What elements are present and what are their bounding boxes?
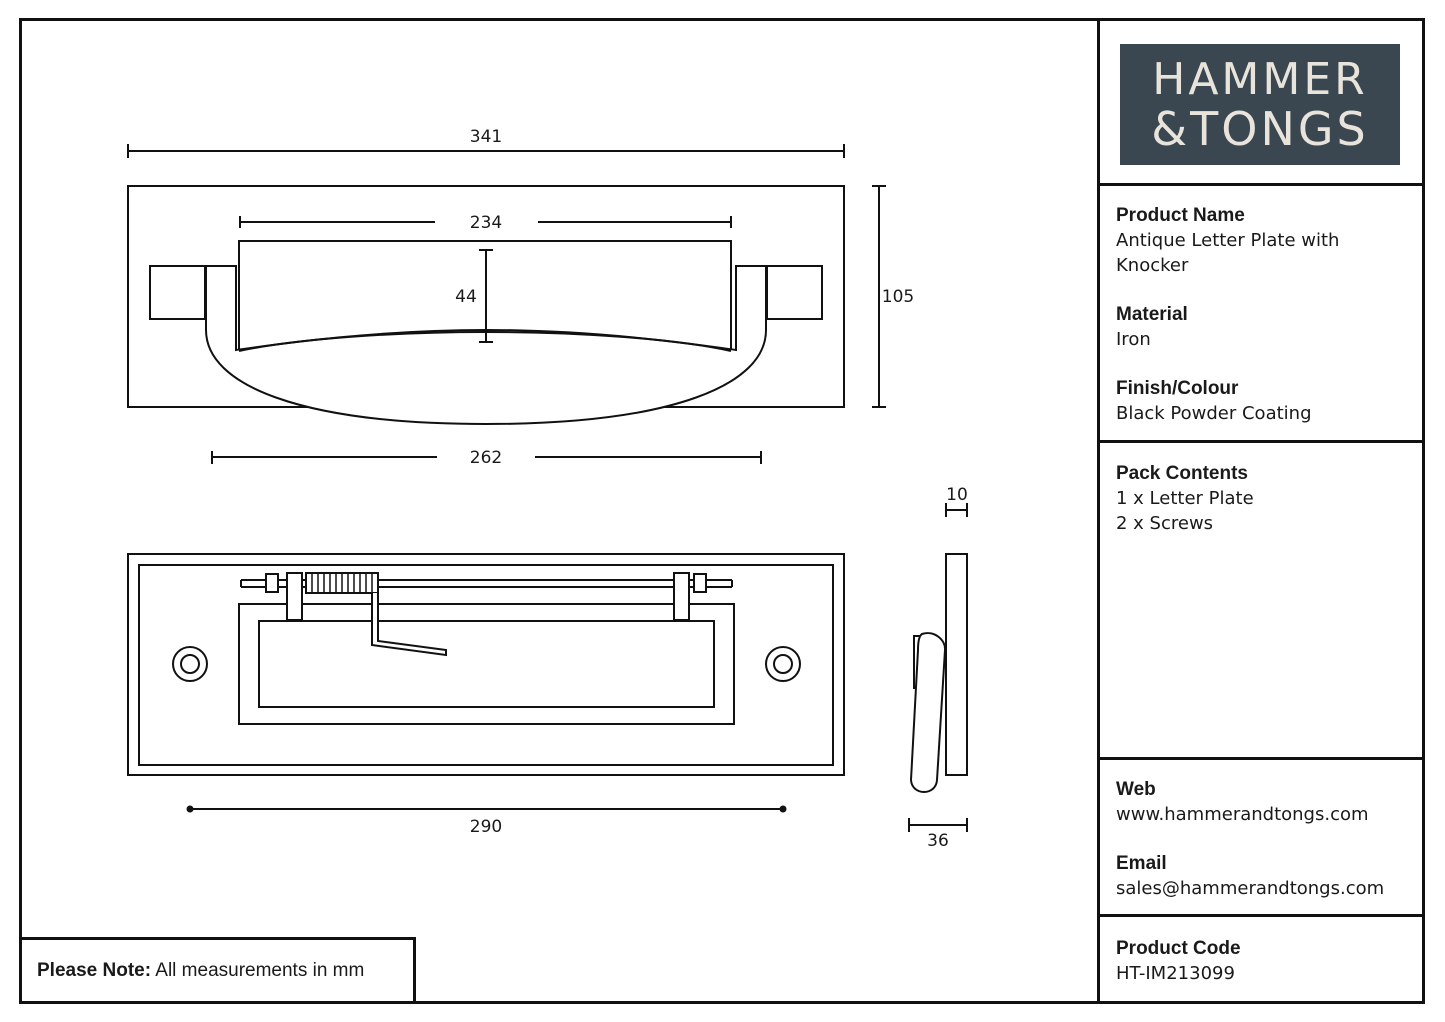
info-panel-divider	[1097, 18, 1100, 1001]
material-section: Material Iron	[1116, 302, 1416, 352]
dim-plate-height: 105	[882, 287, 914, 307]
finish-section: Finish/Colour Black Powder Coating	[1116, 376, 1416, 426]
dim-knocker-span: 262	[470, 448, 502, 468]
finish-label: Finish/Colour	[1116, 378, 1239, 399]
product-code-label: Product Code	[1116, 938, 1241, 959]
knocker-handle	[205, 265, 767, 426]
product-name-value-1: Antique Letter Plate with	[1116, 230, 1340, 251]
dim-side-thickness: 10	[946, 485, 968, 505]
note-value: All measurements in mm	[155, 960, 365, 981]
code-section: Product Code HT-IM213099	[1116, 936, 1416, 986]
pack-label: Pack Contents	[1116, 463, 1248, 484]
side-plate	[945, 553, 968, 776]
left-hinge-block	[149, 265, 206, 320]
product-name-value-2: Knocker	[1116, 255, 1189, 276]
finish-value: Black Powder Coating	[1116, 403, 1312, 424]
email-label: Email	[1116, 853, 1167, 874]
email-section: Email sales@hammerandtongs.com	[1116, 851, 1416, 901]
email-link[interactable]: sales@hammerandtongs.com	[1116, 878, 1385, 899]
note-box: Please Note: All measurements in mm	[19, 937, 416, 1001]
dim-slot-height: 44	[455, 287, 477, 307]
side-knocker	[909, 632, 947, 793]
back-slot-inner	[258, 620, 715, 708]
dim-side-depth: 36	[927, 831, 949, 851]
material-value: Iron	[1116, 329, 1151, 350]
product-name-label: Product Name	[1116, 205, 1245, 226]
note-text: Please Note: All measurements in mm	[37, 960, 364, 982]
pack-section: Pack Contents 1 x Letter Plate 2 x Screw…	[1116, 461, 1416, 536]
dim-back-width: 290	[470, 817, 502, 837]
right-hinge-block	[766, 265, 823, 320]
brand-logo: HAMMER &TONGS	[1120, 44, 1400, 165]
pack-item: 1 x Letter Plate	[1116, 488, 1254, 509]
product-code-value: HT-IM213099	[1116, 963, 1235, 984]
product-section: Product Name Antique Letter Plate with K…	[1116, 203, 1416, 278]
web-label: Web	[1116, 779, 1156, 800]
dim-handle-width: 234	[470, 213, 502, 233]
note-label: Please Note:	[37, 960, 152, 981]
pack-item: 2 x Screws	[1116, 513, 1214, 534]
web-section: Web www.hammerandtongs.com	[1116, 777, 1416, 827]
logo-line-2: &TONGS	[1151, 102, 1369, 156]
dim-overall-width: 341	[470, 127, 502, 147]
web-link[interactable]: www.hammerandtongs.com	[1116, 804, 1369, 825]
material-label: Material	[1116, 304, 1188, 325]
logo-line-1: HAMMER	[1152, 54, 1368, 105]
